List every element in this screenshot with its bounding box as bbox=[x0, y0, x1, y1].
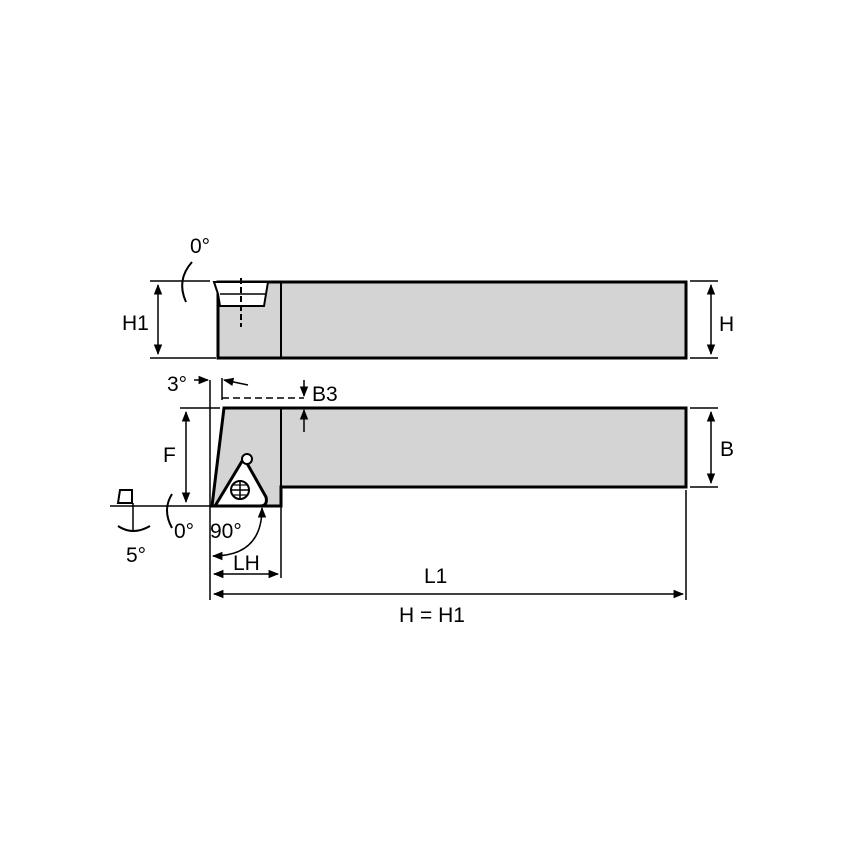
l1-label: L1 bbox=[424, 565, 447, 588]
h-label: H bbox=[719, 313, 734, 336]
angle-label-0-top: 0° bbox=[190, 235, 210, 258]
insert-screw-icon bbox=[230, 480, 250, 500]
f-label: F bbox=[163, 444, 176, 467]
insert-pin bbox=[241, 453, 253, 465]
angle-label-3: 3° bbox=[167, 373, 187, 396]
angle-arc-90 bbox=[211, 506, 267, 561]
angle-label-0-side: 0° bbox=[174, 520, 194, 543]
angle-arc-0-top bbox=[181, 261, 193, 303]
side-view-body bbox=[210, 406, 688, 508]
side-view bbox=[110, 375, 718, 600]
h1-label: H1 bbox=[122, 312, 149, 335]
lh-label: LH bbox=[233, 552, 260, 575]
angle-label-90: 90° bbox=[210, 520, 242, 543]
length-dimensions bbox=[212, 490, 687, 600]
b-label: B bbox=[720, 438, 734, 461]
b3-label: B3 bbox=[312, 383, 338, 406]
angle-label-5: 5° bbox=[126, 544, 146, 567]
top-view bbox=[150, 261, 718, 360]
top-view-body bbox=[216, 280, 688, 360]
h-equals-h1-note: H = H1 bbox=[399, 604, 465, 627]
clearance-profile bbox=[116, 489, 133, 504]
